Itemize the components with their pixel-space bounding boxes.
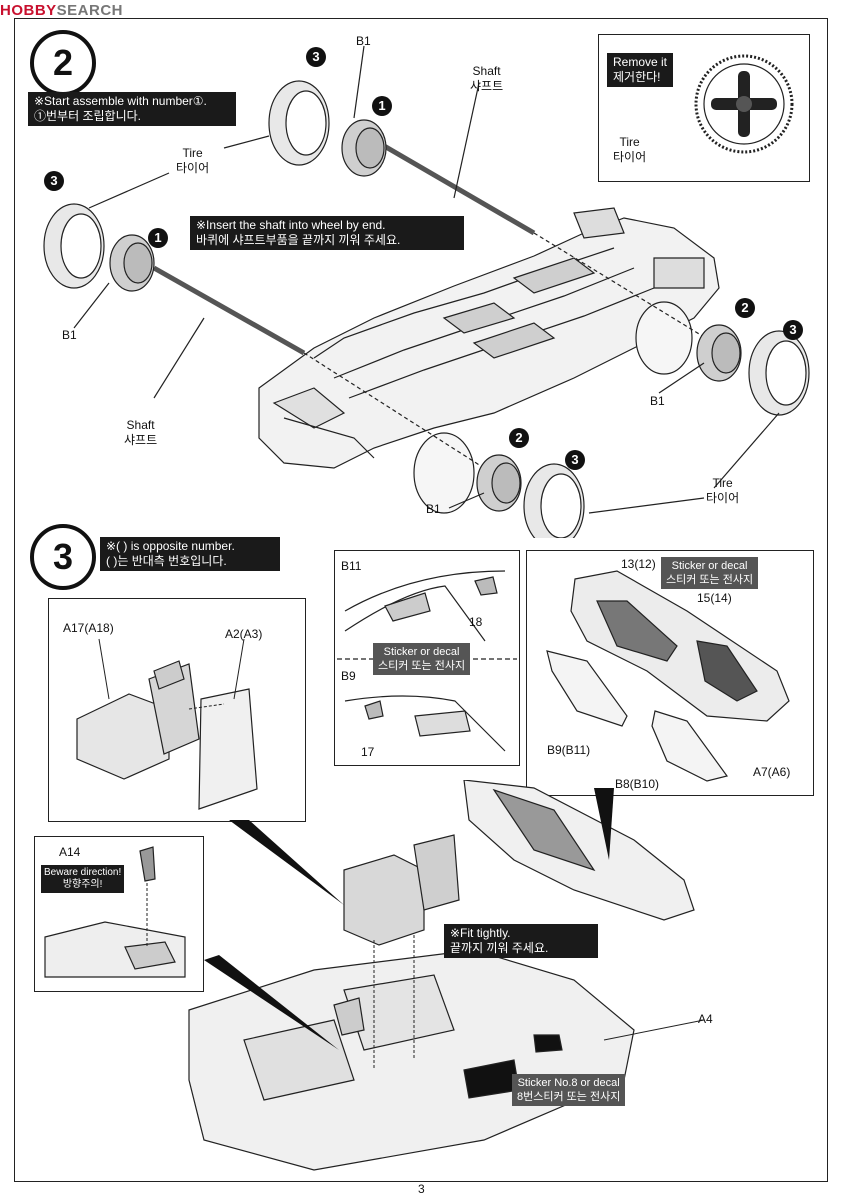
note-sticker-8: Sticker No.8 or decal 8번스티커 또는 전사지: [512, 1074, 626, 1106]
shaft-ko-left: 샤프트: [124, 433, 158, 447]
inset-a14: A14 Beware direction! 방향주의!: [34, 836, 204, 992]
fit-en: ※Fit tightly.: [450, 926, 511, 940]
sticker-ko-b: 스티커 또는 전사지: [378, 660, 466, 672]
remove-ko: 제거한다!: [613, 70, 661, 84]
seat-illustration: [76, 638, 258, 810]
tire-remove-illustration: [694, 54, 794, 154]
note-insert-shaft: ※Insert the shaft into wheel by end. 바퀴에…: [190, 216, 464, 250]
badge-1-left: 1: [148, 228, 168, 248]
label-a4: A4: [698, 1012, 713, 1026]
beware-en: Beware direction!: [44, 867, 122, 878]
sticker-en-door: Sticker or decal: [671, 560, 748, 572]
note-remove-it: Remove it 제거한다!: [607, 53, 674, 87]
inset-tire-ko: 타이어: [613, 150, 647, 164]
note-start-assemble: ※Start assemble with number①. ①번부터 조립합니다…: [28, 92, 236, 126]
inset-tire-label: Tire 타이어: [613, 135, 646, 165]
inset-b11-b9: B11 18 Sticker or decal 스티커 또는 전사지 B9 17: [334, 550, 520, 766]
label-shaft-left: Shaft 샤프트: [124, 418, 157, 448]
note-insert-en: ※Insert the shaft into wheel by end.: [196, 218, 386, 232]
inset-tire-en: Tire: [619, 135, 640, 149]
inset-door: 13(12) Sticker or decal 스티커 또는 전사지 15(14…: [526, 550, 814, 796]
note-sticker-door: Sticker or decal 스티커 또는 전사지: [661, 557, 759, 589]
inset-remove-tire: Remove it 제거한다! Tire 타이어: [598, 34, 810, 182]
hobbysearch-logo: HOBBYSEARCH: [0, 2, 123, 19]
badge-3-top: 3: [306, 47, 326, 67]
note-opposite-en: ※( ) is opposite number.: [106, 539, 235, 553]
label-b9-b11: B9(B11): [547, 743, 591, 757]
label-shaft-top: Shaft 샤프트: [470, 64, 503, 94]
step-3-number: 3: [52, 536, 74, 577]
badge-3-bottom: 3: [565, 450, 585, 470]
label-b1-right: B1: [650, 394, 665, 408]
badge-2-right: 2: [735, 298, 755, 318]
logo-search: SEARCH: [56, 2, 124, 19]
chassis-illustration: [43, 45, 810, 538]
a14-illustration: [44, 846, 186, 978]
sticker8-ko: 8번스티커 또는 전사지: [517, 1091, 621, 1103]
label-18: 18: [469, 615, 483, 629]
fit-ko: 끝까지 끼워 주세요.: [450, 941, 549, 955]
label-17: 17: [361, 745, 375, 759]
shaft-ko-top: 샤프트: [470, 79, 504, 93]
note-start-en: ※Start assemble with number①.: [34, 94, 207, 108]
shaft-en-left: Shaft: [126, 418, 155, 432]
label-13: 13(12): [621, 557, 656, 571]
badge-3-left: 3: [44, 171, 64, 191]
logo-hobby: HOBBY: [0, 2, 57, 19]
label-b1-left: B1: [62, 328, 77, 342]
label-a2: A2(A3): [225, 627, 263, 641]
beware-ko: 방향주의!: [62, 879, 103, 890]
sticker-ko-door: 스티커 또는 전사지: [666, 574, 754, 586]
label-b11: B11: [341, 559, 362, 573]
sticker-en-b: Sticker or decal: [383, 646, 460, 658]
label-b8-b10: B8(B10): [615, 777, 660, 791]
label-a17: A17(A18): [63, 621, 114, 635]
floor-assembly-illustration: [188, 780, 705, 1171]
note-opposite-number: ※( ) is opposite number. ( )는 반대측 번호입니다.: [100, 537, 280, 571]
sticker8-en: Sticker No.8 or decal: [517, 1077, 620, 1089]
badge-1-top: 1: [372, 96, 392, 116]
label-b1-top: B1: [356, 34, 371, 48]
remove-en: Remove it: [613, 55, 668, 69]
label-a14: A14: [59, 845, 81, 859]
step-2-number: 2: [52, 42, 74, 83]
tire-en-left: Tire: [182, 146, 203, 160]
tire-ko-left: 타이어: [176, 161, 210, 175]
label-15: 15(14): [697, 591, 732, 605]
tire-en-right: Tire: [712, 476, 733, 490]
note-insert-ko: 바퀴에 샤프트부품을 끝까지 끼워 주세요.: [196, 233, 401, 247]
label-b9: B9: [341, 669, 356, 683]
label-b1-bottom: B1: [426, 502, 441, 516]
label-a7-a6: A7(A6): [753, 765, 791, 779]
note-opposite-ko: ( )는 반대측 번호입니다.: [106, 554, 227, 568]
instruction-frame: [14, 18, 828, 1182]
page-number: 3: [418, 1182, 425, 1196]
note-fit-tightly: ※Fit tightly. 끝까지 끼워 주세요.: [444, 924, 598, 958]
badge-2-bottom: 2: [509, 428, 529, 448]
label-tire-left: Tire 타이어: [176, 146, 209, 176]
shaft-en-top: Shaft: [472, 64, 501, 78]
door-illustration: [546, 570, 790, 782]
note-start-ko: ①번부터 조립합니다.: [34, 109, 141, 123]
step-3-circle: 3: [30, 524, 96, 590]
note-sticker-b: Sticker or decal 스티커 또는 전사지: [373, 643, 471, 675]
b11-b9-illustration: [337, 570, 517, 752]
inset-seat: A17(A18) A2(A3): [48, 598, 306, 822]
badge-3-right: 3: [783, 320, 803, 340]
tire-ko-right: 타이어: [706, 491, 740, 505]
label-tire-right: Tire 타이어: [706, 476, 739, 506]
note-beware-direction: Beware direction! 방향주의!: [41, 865, 125, 893]
